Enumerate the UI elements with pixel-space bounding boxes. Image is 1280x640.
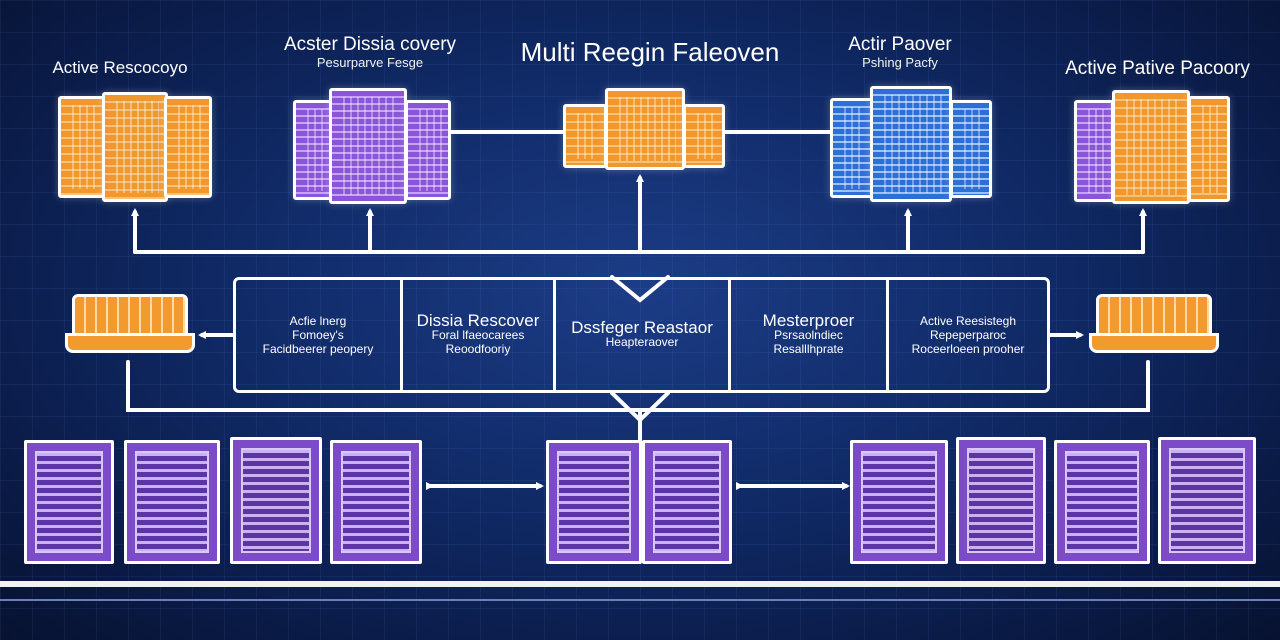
floor-line xyxy=(0,581,1280,587)
panel-cell-3-line-2: Heapteraover xyxy=(605,335,679,349)
server-unit xyxy=(683,104,725,168)
panel-divider xyxy=(886,280,889,390)
panel-cell-2-line-1: Dissia Rescover xyxy=(416,311,540,330)
rack-unit xyxy=(1158,437,1256,564)
server-unit xyxy=(830,98,874,198)
panel-cell-5-line-1: Active Reesistegh xyxy=(919,314,1017,328)
panel-cell-5-line-3: Roceerloeen prooher xyxy=(911,342,1025,356)
panel-cell-1-line-3: Facidbeerer peopery xyxy=(262,342,374,356)
rack-unit xyxy=(546,440,642,564)
region-1-title: Active Rescocoyo xyxy=(52,58,188,77)
panel-cell-1: Acfie lnerg Fomoey's Facidbeerer peopery xyxy=(236,280,400,390)
panel-divider xyxy=(553,280,556,390)
server-unit xyxy=(329,88,407,204)
rack-unit xyxy=(850,440,948,564)
server-unit xyxy=(164,96,212,198)
panel-cell-1-line-1: Acfie lnerg xyxy=(289,314,347,328)
panel-cell-4-line-1: Mesterproer xyxy=(762,311,855,330)
server-unit xyxy=(293,100,333,200)
server-unit xyxy=(1074,100,1114,202)
panel-cell-1-line-2: Fomoey's xyxy=(292,328,344,342)
panel-cell-4-line-3: Resalllhprate xyxy=(773,342,844,356)
region-4-subtitle: Pshing Pacfy xyxy=(862,55,938,70)
panel-chevron-top xyxy=(610,275,670,303)
server-unit xyxy=(102,92,168,202)
server-unit xyxy=(405,100,451,200)
panel-cell-3: Dssfeger Reastaor Heapteraover xyxy=(556,280,728,390)
rack-unit xyxy=(124,440,220,564)
server-unit xyxy=(1188,96,1230,202)
rack-unit xyxy=(956,437,1046,564)
region-2-title: Acster Dissia covery xyxy=(283,34,457,55)
region-2-subtitle: Pesurparve Fesge xyxy=(316,55,424,70)
console-right-icon xyxy=(1089,294,1219,353)
panel-cell-4: Mesterproer Psrsaolndiec Resalllhprate xyxy=(731,280,886,390)
server-unit xyxy=(58,96,106,198)
region-5-title: Active Pative Pacoory xyxy=(1065,58,1250,79)
server-unit xyxy=(1112,90,1190,204)
server-unit xyxy=(950,100,992,198)
diagram-title: Multi Reegin Faleoven xyxy=(520,37,780,67)
status-panel: Acfie lnerg Fomoey's Facidbeerer peopery… xyxy=(233,277,1050,393)
panel-cell-2-line-3: Reoodfooriy xyxy=(445,342,511,356)
panel-cell-2-line-2: Foral lfaeocarees xyxy=(431,328,525,342)
panel-cell-3-line-1: Dssfeger Reastaor xyxy=(571,318,713,337)
rack-unit xyxy=(230,437,322,564)
console-left-icon xyxy=(65,294,195,353)
panel-cell-5-line-2: Repeperparoc xyxy=(929,328,1007,342)
server-unit xyxy=(563,104,607,168)
server-unit xyxy=(870,86,952,202)
panel-divider xyxy=(728,280,731,390)
panel-cell-4-line-2: Psrsaolndiec xyxy=(774,328,843,342)
rack-unit xyxy=(1054,440,1150,564)
floor-shadow-line xyxy=(0,599,1280,601)
panel-cell-2: Dissia Rescover Foral lfaeocarees Reoodf… xyxy=(403,280,553,390)
panel-cell-5: Active Reesistegh Repeperparoc Roceerloe… xyxy=(889,280,1047,390)
rack-unit xyxy=(642,440,732,564)
region-4-title: Actir Paover xyxy=(848,34,952,55)
server-unit xyxy=(605,88,685,170)
rack-unit xyxy=(24,440,114,564)
panel-divider xyxy=(400,280,403,390)
rack-unit xyxy=(330,440,422,564)
